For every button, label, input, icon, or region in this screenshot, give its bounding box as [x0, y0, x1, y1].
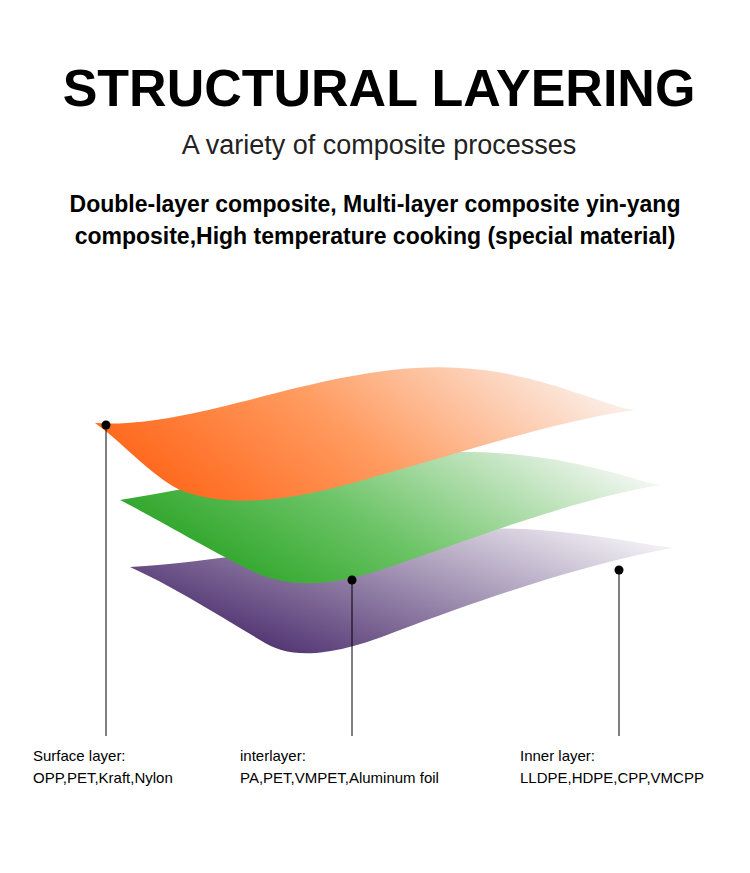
material-list: OPP,PET,Kraft,Nylon [33, 768, 173, 788]
leader-dot [102, 421, 111, 430]
leader-line [352, 580, 353, 736]
leader-dot [348, 576, 357, 585]
description: Double-layer composite, Multi-layer comp… [65, 188, 685, 252]
material-list: PA,PET,VMPET,Aluminum foil [240, 768, 439, 788]
leader-dot [615, 566, 624, 575]
subtitle: A variety of composite processes [4, 128, 750, 162]
leader-line [619, 570, 620, 736]
material-list: LLDPE,HDPE,CPP,VMCPP [520, 768, 704, 788]
surface-sheet [95, 367, 635, 500]
title: STRUCTURAL LAYERING [4, 58, 750, 118]
layer-name: interlayer: [240, 746, 306, 766]
layer-name: Inner layer: [520, 746, 595, 766]
leader-line [106, 425, 107, 736]
layer-name: Surface layer: [33, 746, 126, 766]
